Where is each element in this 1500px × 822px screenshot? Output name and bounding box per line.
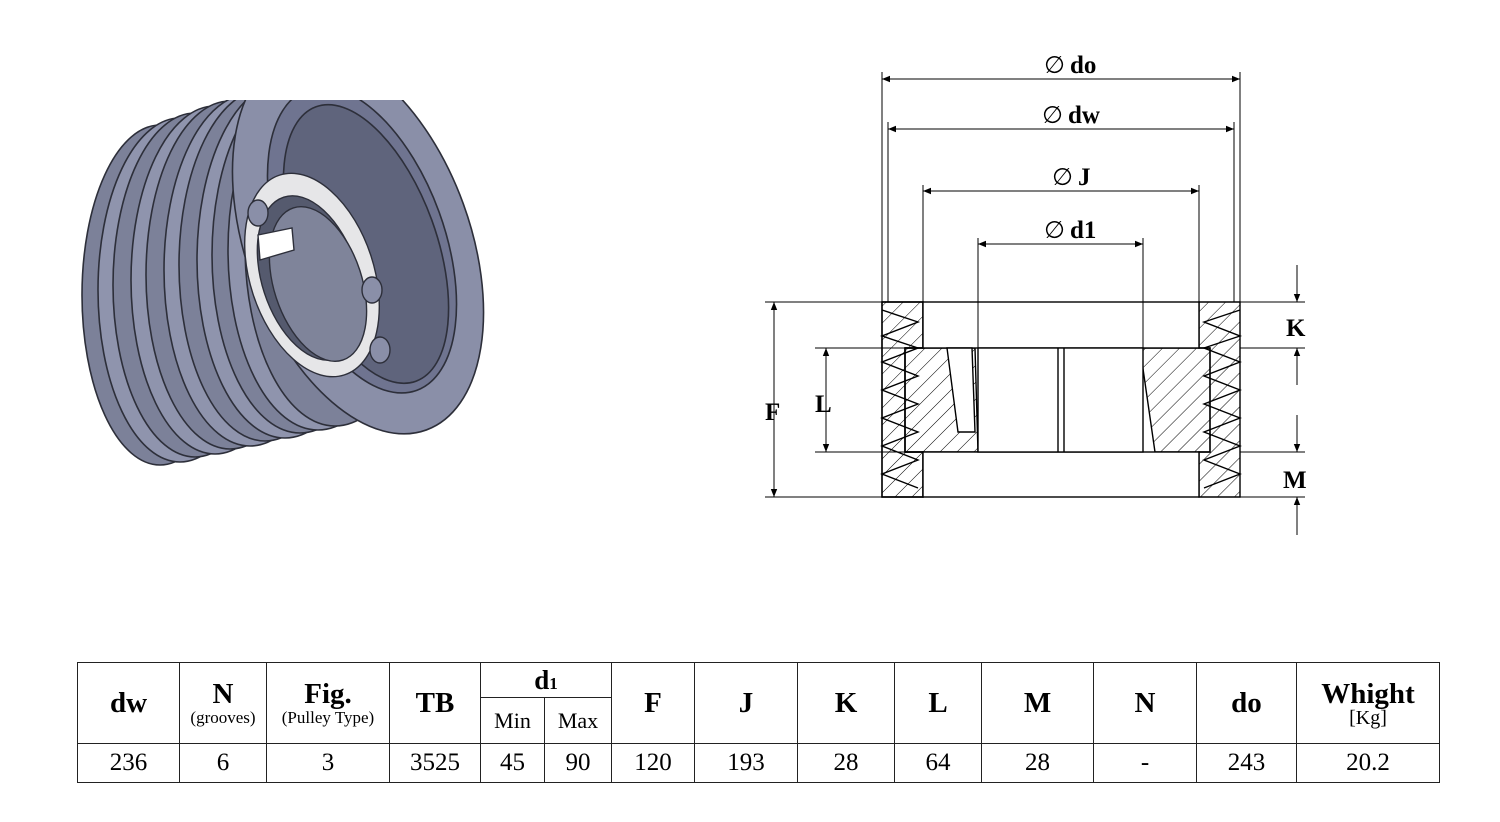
- label-d1: d1: [1070, 217, 1096, 244]
- header-dw: dw: [77, 662, 180, 744]
- diameter-symbol: ∅: [1044, 51, 1065, 79]
- header-text: L: [928, 687, 948, 719]
- cell-do: 243: [1196, 743, 1297, 783]
- header-text: N: [212, 678, 234, 710]
- header-text: d: [534, 665, 550, 696]
- header-j: J: [694, 662, 798, 744]
- header-text: N: [1134, 687, 1156, 719]
- extension-lines: [765, 72, 1305, 498]
- section-outline: [879, 301, 1243, 498]
- header-text: TB: [415, 687, 455, 719]
- header-text: Fig.: [304, 678, 352, 710]
- diameter-symbol: ∅: [1052, 163, 1073, 191]
- spec-table: dw N (grooves) Fig. (Pulley Type) TB d1 …: [77, 661, 1440, 783]
- header-weight: Whight [Kg]: [1296, 662, 1440, 744]
- cell-fig: 3: [266, 743, 390, 783]
- header-fig: Fig. (Pulley Type): [266, 662, 390, 744]
- header-k: K: [797, 662, 895, 744]
- label-m: M: [1283, 467, 1307, 494]
- header-m: M: [981, 662, 1094, 744]
- header-n: N: [1093, 662, 1197, 744]
- header-text: do: [1231, 687, 1262, 719]
- header-subtext: [Kg]: [1349, 707, 1387, 729]
- cell-max: 90: [544, 743, 612, 783]
- label-k: K: [1286, 315, 1306, 342]
- cell-k: 28: [797, 743, 895, 783]
- header-min: Min: [480, 697, 545, 744]
- header-text: Whight: [1321, 678, 1415, 710]
- header-n-grooves: N (grooves): [179, 662, 267, 744]
- diameter-symbol: ∅: [1042, 101, 1063, 129]
- header-subtext: (grooves): [190, 708, 256, 727]
- diameter-symbol: ∅: [1044, 216, 1065, 244]
- dimension-lines: [770, 75, 1301, 535]
- pulley-section-drawing: ∅ do ∅ dw ∅ J ∅ d1 K F L M: [765, 51, 1307, 535]
- table-header-row: dw N (grooves) Fig. (Pulley Type) TB d1 …: [77, 661, 1440, 744]
- label-f: F: [765, 399, 780, 426]
- header-text: K: [834, 687, 858, 719]
- header-f: F: [611, 662, 695, 744]
- header-do: do: [1196, 662, 1297, 744]
- cell-f: 120: [611, 743, 695, 783]
- header-text: M: [1023, 687, 1052, 719]
- header-subscript: 1: [549, 674, 558, 694]
- header-d1: d1: [480, 661, 612, 699]
- header-text: F: [644, 687, 662, 719]
- cell-tb: 3525: [389, 743, 481, 783]
- cell-min: 45: [480, 743, 545, 783]
- taper-bushing: [243, 172, 391, 378]
- pulley-3d-render: [81, 100, 485, 466]
- header-l: L: [894, 662, 982, 744]
- label-do: do: [1070, 52, 1096, 79]
- cell-j: 193: [694, 743, 798, 783]
- header-subtext: (Pulley Type): [281, 708, 375, 727]
- label-dw: dw: [1068, 102, 1100, 129]
- label-j: J: [1078, 164, 1091, 191]
- header-text: dw: [109, 687, 148, 719]
- label-l: L: [815, 391, 832, 418]
- header-text: J: [738, 687, 754, 719]
- cell-m: 28: [981, 743, 1094, 783]
- cell-n: -: [1093, 743, 1197, 783]
- header-tb: TB: [389, 662, 481, 744]
- cell-weight: 20.2: [1296, 743, 1440, 783]
- cell-dw: 236: [77, 743, 180, 783]
- dimension-labels: ∅ do ∅ dw ∅ J ∅ d1 K F L M: [765, 51, 1307, 494]
- header-max: Max: [544, 697, 612, 744]
- cell-l: 64: [894, 743, 982, 783]
- table-row: 236 6 3 3525 45 90 120 193 28 64 28 - 24…: [77, 743, 1440, 783]
- cell-n-grooves: 6: [179, 743, 267, 783]
- table-subheader-row: Min Max: [78, 697, 1440, 744]
